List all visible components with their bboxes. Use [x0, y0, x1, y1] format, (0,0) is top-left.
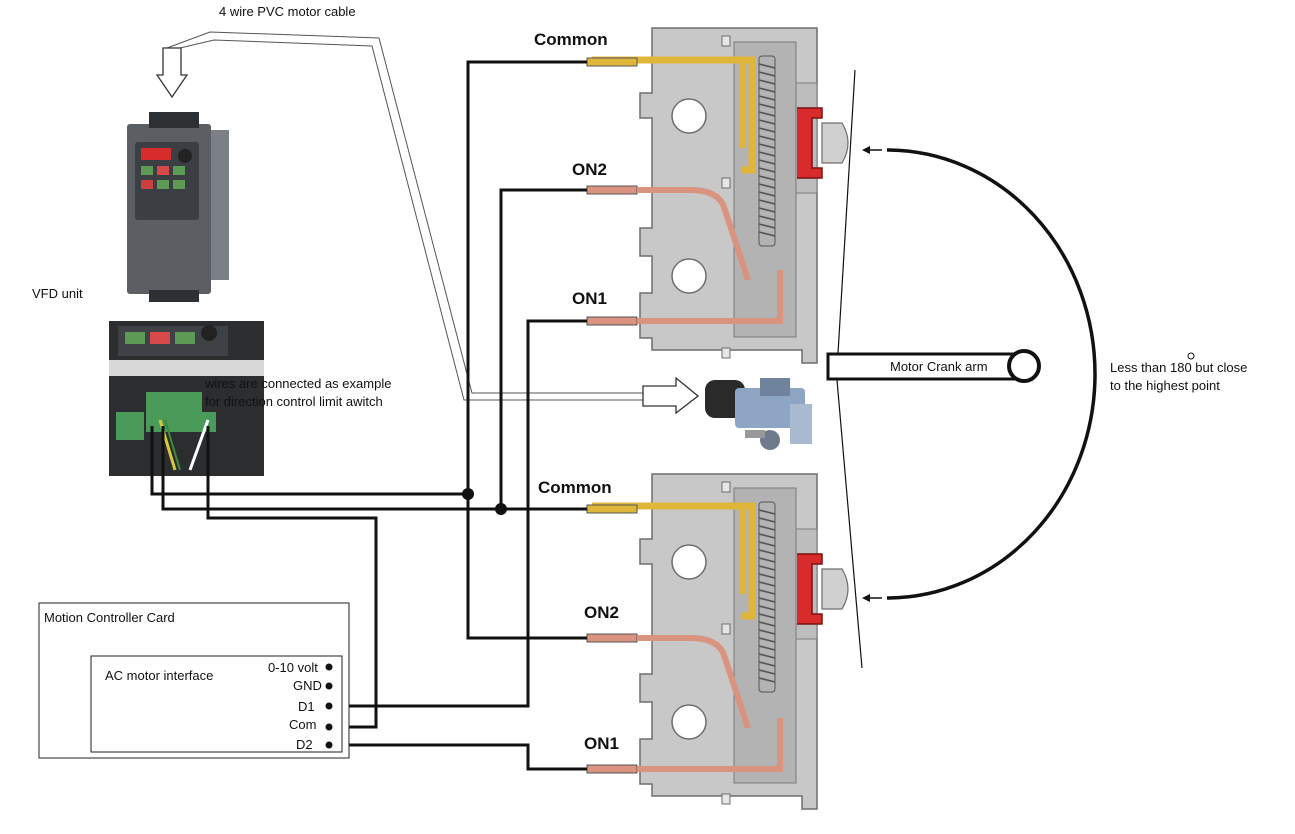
pin-com-label: Com — [289, 717, 316, 732]
wire-top-on2-to-bottom-common — [499, 188, 587, 511]
wire-top-on1-to-d1 — [330, 319, 587, 708]
pin-d2 — [325, 741, 333, 749]
crank-arm-label: Motor Crank arm — [890, 359, 988, 374]
crank-travel-line-top — [836, 69, 856, 371]
bottom-on1-label: ON1 — [584, 734, 619, 753]
crank-travel-line-bottom — [836, 379, 863, 669]
top-on1-label: ON1 — [572, 289, 607, 308]
pin-gnd — [325, 682, 333, 690]
cable-label: 4 wire PVC motor cable — [219, 4, 356, 19]
top-switch-terminals — [586, 57, 783, 326]
wiring-note-line-1: wires are connected as example — [204, 376, 391, 391]
interface-label: AC motor interface — [105, 668, 213, 683]
pin-d1 — [325, 702, 333, 710]
vfd-unit-label: VFD unit — [32, 286, 83, 301]
wiring — [150, 60, 587, 771]
wire-bottom-on1-to-d2 — [330, 743, 587, 771]
cable-outline-b — [179, 39, 643, 401]
wire-vfd-2 — [161, 426, 501, 511]
bottom-common-label: Common — [538, 478, 612, 497]
degree-mark — [1187, 352, 1195, 360]
pin-0-10-volt-label: 0-10 volt — [268, 660, 318, 675]
pin-d2-label: D2 — [296, 737, 313, 752]
pin-gnd-label: GND — [293, 678, 322, 693]
junction-dot — [495, 503, 507, 515]
arrow-head-top-icon — [862, 146, 870, 154]
down-arrow-icon — [155, 47, 189, 99]
range-note-line-1: Less than 180 but close — [1110, 360, 1247, 375]
limit-switch-top — [592, 27, 848, 364]
pin-0-10-volt — [325, 663, 333, 671]
wiring-note-line-2: for direction control limit awitch — [205, 394, 383, 409]
controller-title: Motion Controller Card — [44, 610, 175, 625]
crank-pivot — [1007, 349, 1041, 383]
crank-arm — [826, 352, 1034, 381]
vfd-drive-image — [127, 112, 229, 302]
wire-vfd-1 — [150, 426, 468, 496]
gear-motor-image — [705, 378, 812, 450]
crank-travel-arc — [886, 148, 1097, 600]
top-common-label: Common — [534, 30, 608, 49]
arrow-head-bottom-icon — [862, 594, 870, 602]
bottom-on2-label: ON2 — [584, 603, 619, 622]
range-note-line-2: to the highest point — [1110, 378, 1220, 393]
wire-vfd-com — [206, 426, 378, 729]
right-arrow-icon — [642, 376, 700, 415]
ac-motor-interface-box — [90, 655, 343, 753]
pin-com — [325, 723, 333, 731]
pin-d1-label: D1 — [298, 699, 315, 714]
bottom-switch-terminals — [586, 504, 783, 774]
top-on2-label: ON2 — [572, 160, 607, 179]
junction-dot — [462, 488, 474, 500]
